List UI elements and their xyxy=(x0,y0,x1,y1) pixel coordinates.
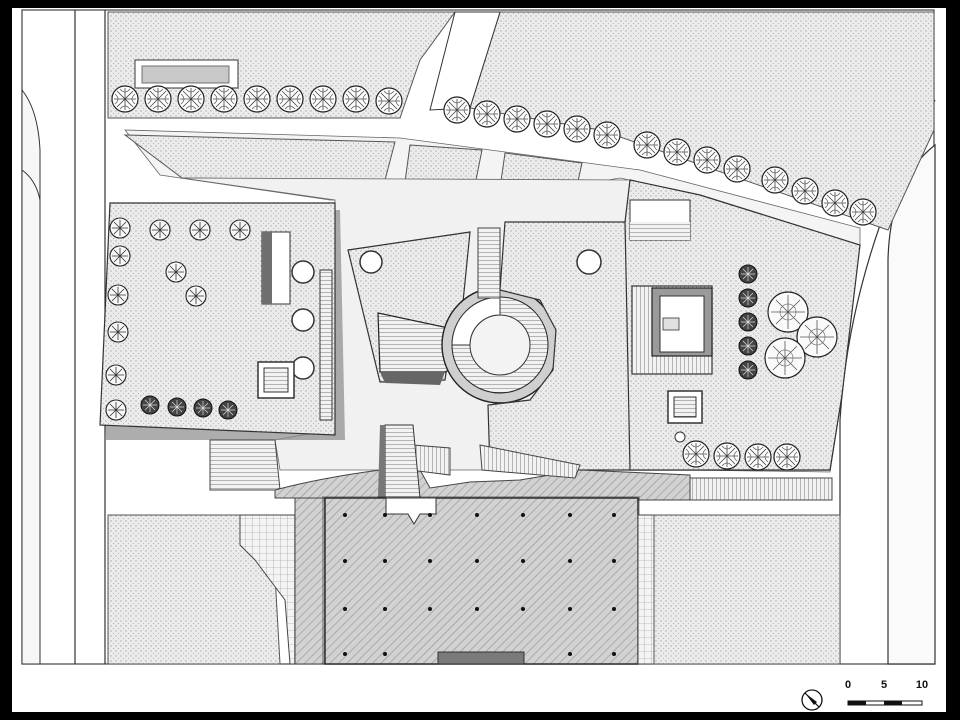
north-walk-stairs xyxy=(477,227,501,299)
west-road xyxy=(21,10,106,665)
south-steps-east xyxy=(479,444,581,479)
building-side-wall xyxy=(294,497,326,665)
amphitheatre xyxy=(441,286,559,404)
scale-bar: 0 5 10 xyxy=(845,679,928,706)
sunken-court xyxy=(631,285,713,375)
main-building-roof xyxy=(322,496,640,665)
south-east-steps xyxy=(689,477,833,501)
planter-central-east xyxy=(576,249,602,275)
west-planters xyxy=(291,260,315,380)
tiled-plaza-east xyxy=(637,514,655,665)
west-ramp xyxy=(319,269,333,421)
west-stairs xyxy=(209,439,281,491)
scale-label-10: 10 xyxy=(916,679,928,691)
lawn-southeast xyxy=(653,514,841,665)
scale-label-5: 5 xyxy=(881,679,887,691)
north-arrow-icon xyxy=(801,689,823,711)
north-tree-row-west xyxy=(111,85,403,115)
roof-columns xyxy=(343,513,616,656)
scale-label-0: 0 xyxy=(845,679,851,691)
planter-central-west xyxy=(359,250,383,274)
